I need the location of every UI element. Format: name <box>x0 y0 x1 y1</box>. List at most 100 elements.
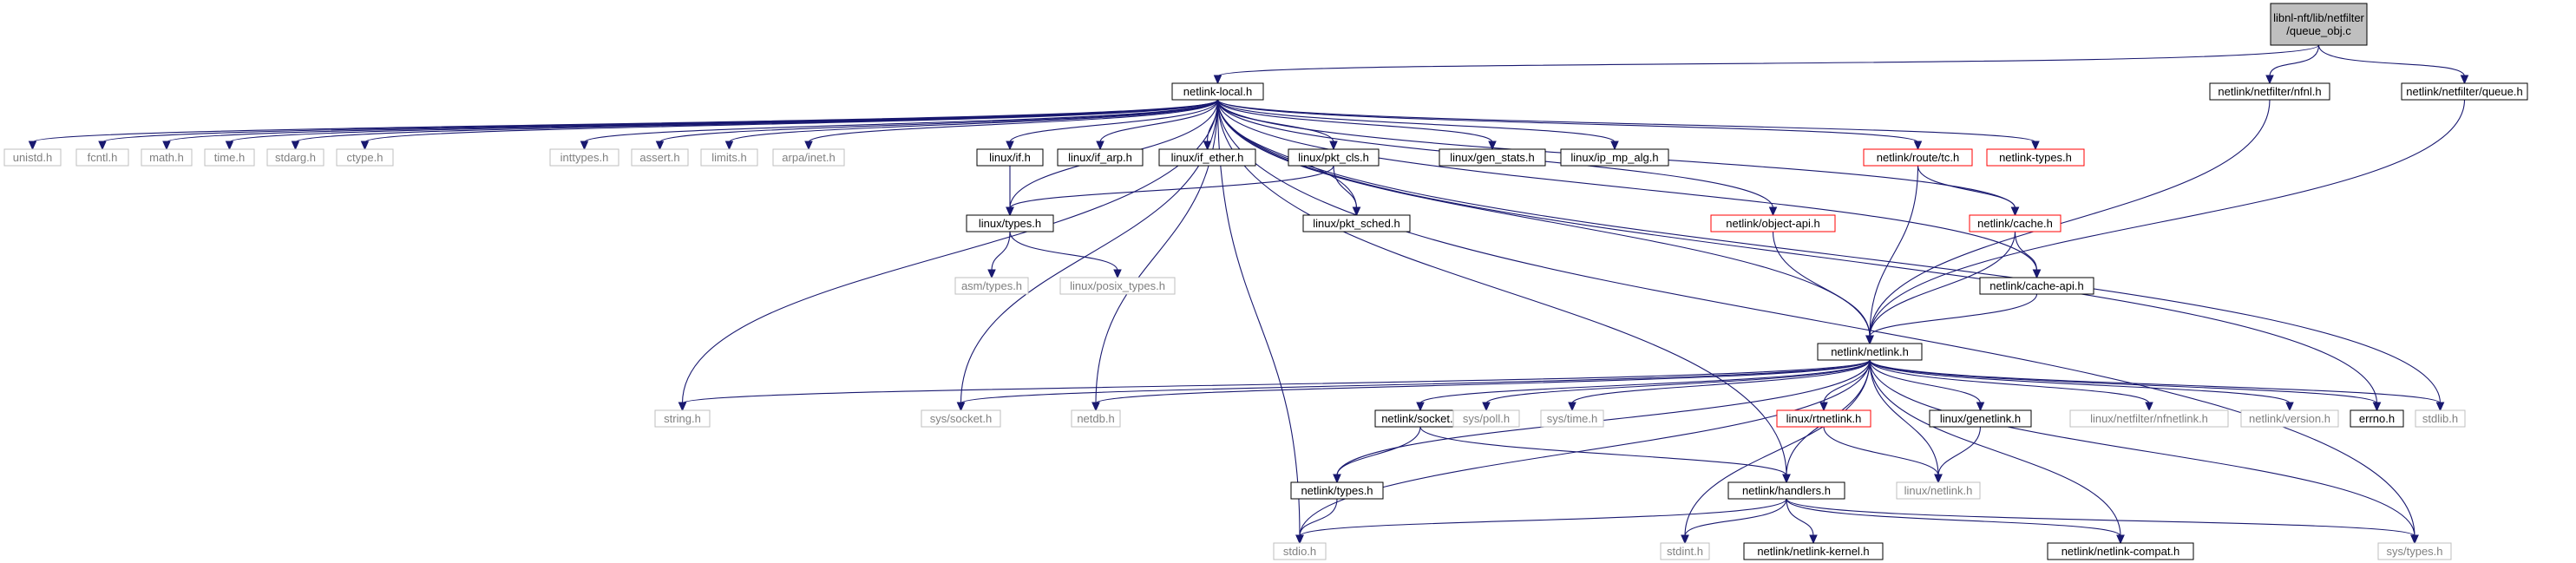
edge-linux_pkt_cls-to-linux_pkt_sched <box>1333 165 1358 209</box>
node-label: netlink/handlers.h <box>1742 484 1831 497</box>
edge-netlink_h-to-stdlib <box>1869 359 2442 404</box>
node-box <box>204 148 255 167</box>
node-nl_kernel[interactable]: netlink/netlink-kernel.h <box>1743 542 1884 560</box>
node-label: sys/socket.h <box>930 412 993 425</box>
node-queue_obj[interactable]: libnl-nft/lib/netfilter/queue_obj.c <box>2270 3 2368 46</box>
node-linux_if_ether[interactable]: linux/if_ether.h <box>1158 148 1256 167</box>
node-stdarg: stdarg.h <box>266 148 324 167</box>
edge-netlink_local-to-handlers <box>1216 99 1787 476</box>
arrowhead-linux_if <box>1006 141 1014 151</box>
node-string: string.h <box>654 409 711 428</box>
edge-netlink_local-to-assert <box>659 99 1219 143</box>
node-label: limits.h <box>711 151 746 164</box>
arrowhead-linux_genetlink <box>1976 402 1985 412</box>
edge-handlers-to-stdint <box>1684 498 1787 537</box>
arrowhead-sys_poll <box>1482 402 1491 412</box>
edge-netlink_h-to-string <box>681 359 1871 404</box>
node-label: linux/pkt_sched.h <box>1313 217 1399 230</box>
arrowhead-cache_api <box>2032 269 2042 279</box>
node-sys_types: sys/types.h <box>2377 542 2452 560</box>
node-linux_ip_mp_alg[interactable]: linux/ip_mp_alg.h <box>1560 148 1669 167</box>
arrowhead-netlink_local <box>1213 75 1222 85</box>
node-cache_h[interactable]: netlink/cache.h <box>1969 214 2061 232</box>
node-box <box>1660 542 1710 560</box>
node-label: netlink/netlink.h <box>1831 345 1909 358</box>
edge-cache_h-to-netlink_h <box>1869 231 2016 337</box>
node-label: linux/ip_mp_alg.h <box>1570 151 1658 164</box>
edge-linux_pkt_cls-to-linux_types <box>1009 165 1334 209</box>
node-box <box>1986 148 2085 167</box>
node-linux_gen_stats[interactable]: linux/gen_stats.h <box>1439 148 1546 167</box>
node-label: netlink/socket.h <box>1381 412 1459 425</box>
edge-netlink_h-to-netdb <box>1095 359 1871 404</box>
node-label: errno.h <box>2359 412 2395 425</box>
node-route_tc[interactable]: netlink/route/tc.h <box>1863 148 1973 167</box>
node-asm_types: asm/types.h <box>954 277 1029 295</box>
edge-queue_obj-to-queue_h <box>2317 44 2466 77</box>
edge-netlink_h-to-linux_rtnetlink <box>1823 359 1871 404</box>
node-label: linux/pkt_cls.h <box>1298 151 1369 164</box>
node-errno[interactable]: errno.h <box>2350 409 2404 428</box>
node-box <box>1302 214 1411 232</box>
edge-netlink_h-to-linux_netlink <box>1869 359 1939 476</box>
node-linux_pkt_cls[interactable]: linux/pkt_cls.h <box>1288 148 1380 167</box>
node-nl_compat[interactable]: netlink/netlink-compat.h <box>2047 542 2194 560</box>
node-assert: assert.h <box>631 148 689 167</box>
node-linux_pkt_sched[interactable]: linux/pkt_sched.h <box>1302 214 1411 232</box>
node-label: /queue_obj.c <box>2286 24 2351 37</box>
edge-nl_socket-to-nl_types <box>1336 426 1421 476</box>
graph-nodes: libnl-nft/lib/netfilter/queue_obj.cnetli… <box>3 3 2528 560</box>
node-linux_netlink: linux/netlink.h <box>1896 481 1981 500</box>
edge-netlink_local-to-linux_if <box>1009 99 1219 143</box>
arrowhead-assert <box>655 141 665 151</box>
node-netlink_local[interactable]: netlink-local.h <box>1171 82 1264 101</box>
node-stdint: stdint.h <box>1660 542 1710 560</box>
edge-netlink_h-to-errno <box>1869 359 2378 404</box>
edge-queue_h-to-netlink_h <box>1869 99 2466 337</box>
arrowhead-linux_pkt_cls <box>1329 141 1338 151</box>
arrowhead-limits <box>724 141 734 151</box>
node-box <box>1171 82 1264 101</box>
arrowhead-linux_rtnetlink <box>1819 402 1828 412</box>
edge-linux_genetlink-to-linux_netlink <box>1937 426 1982 476</box>
node-linux_if[interactable]: linux/if.h <box>976 148 1044 167</box>
edge-netlink_local-to-route_tc <box>1216 99 1919 143</box>
node-nl_socket[interactable]: netlink/socket.h <box>1374 409 1466 428</box>
edge-netlink_local-to-limits <box>728 99 1219 143</box>
node-nfnl_h[interactable]: netlink/netfilter/nfnl.h <box>2209 82 2330 101</box>
node-ctype: ctype.h <box>336 148 394 167</box>
node-box <box>1863 148 1973 167</box>
arrowhead-linux_types <box>1006 206 1014 217</box>
node-box <box>2240 409 2339 428</box>
node-cache_api[interactable]: netlink/cache-api.h <box>1979 277 2094 295</box>
graph-edges <box>28 44 2469 545</box>
arrowhead-nl_socket <box>1416 402 1425 412</box>
node-linux_rtnetlink[interactable]: linux/rtnetlink.h <box>1776 409 1871 428</box>
node-box <box>3 148 62 167</box>
node-queue_h[interactable]: netlink/netfilter/queue.h <box>2401 82 2528 101</box>
edge-nfnl_h-to-netlink_h <box>1869 99 2271 337</box>
node-netlink_types_r[interactable]: netlink-types.h <box>1986 148 2085 167</box>
arrowhead-sys_socket <box>956 402 966 412</box>
node-netlink_h[interactable]: netlink/netlink.h <box>1817 343 1923 361</box>
node-box <box>1979 277 2094 295</box>
edge-netlink_local-to-ctype <box>364 99 1219 143</box>
node-linux_genetlink[interactable]: linux/genetlink.h <box>1929 409 2032 428</box>
edge-netlink_local-to-inttypes <box>583 99 1219 143</box>
node-object_api[interactable]: netlink/object-api.h <box>1710 214 1836 232</box>
edge-object_api-to-netlink_h <box>1772 231 1871 337</box>
edge-netlink_local-to-arpa_inet <box>808 99 1219 143</box>
node-linux_types[interactable]: linux/types.h <box>966 214 1054 232</box>
node-handlers[interactable]: netlink/handlers.h <box>1727 481 1845 500</box>
node-linux_if_arp[interactable]: linux/if_arp.h <box>1057 148 1144 167</box>
node-nl_types[interactable]: netlink/types.h <box>1290 481 1384 500</box>
edge-netlink_h-to-sys_socket <box>960 359 1871 404</box>
arrowhead-nl_compat <box>2116 534 2125 545</box>
arrowhead-linux_ip_mp_alg <box>1610 141 1619 151</box>
node-label: stdarg.h <box>275 151 316 164</box>
node-label: netlink/cache.h <box>1977 217 2053 230</box>
node-label: linux/rtnetlink.h <box>1786 412 1862 425</box>
edge-route_tc-to-cache_h <box>1917 165 2016 209</box>
edge-route_tc-to-netlink_h <box>1869 165 1919 337</box>
